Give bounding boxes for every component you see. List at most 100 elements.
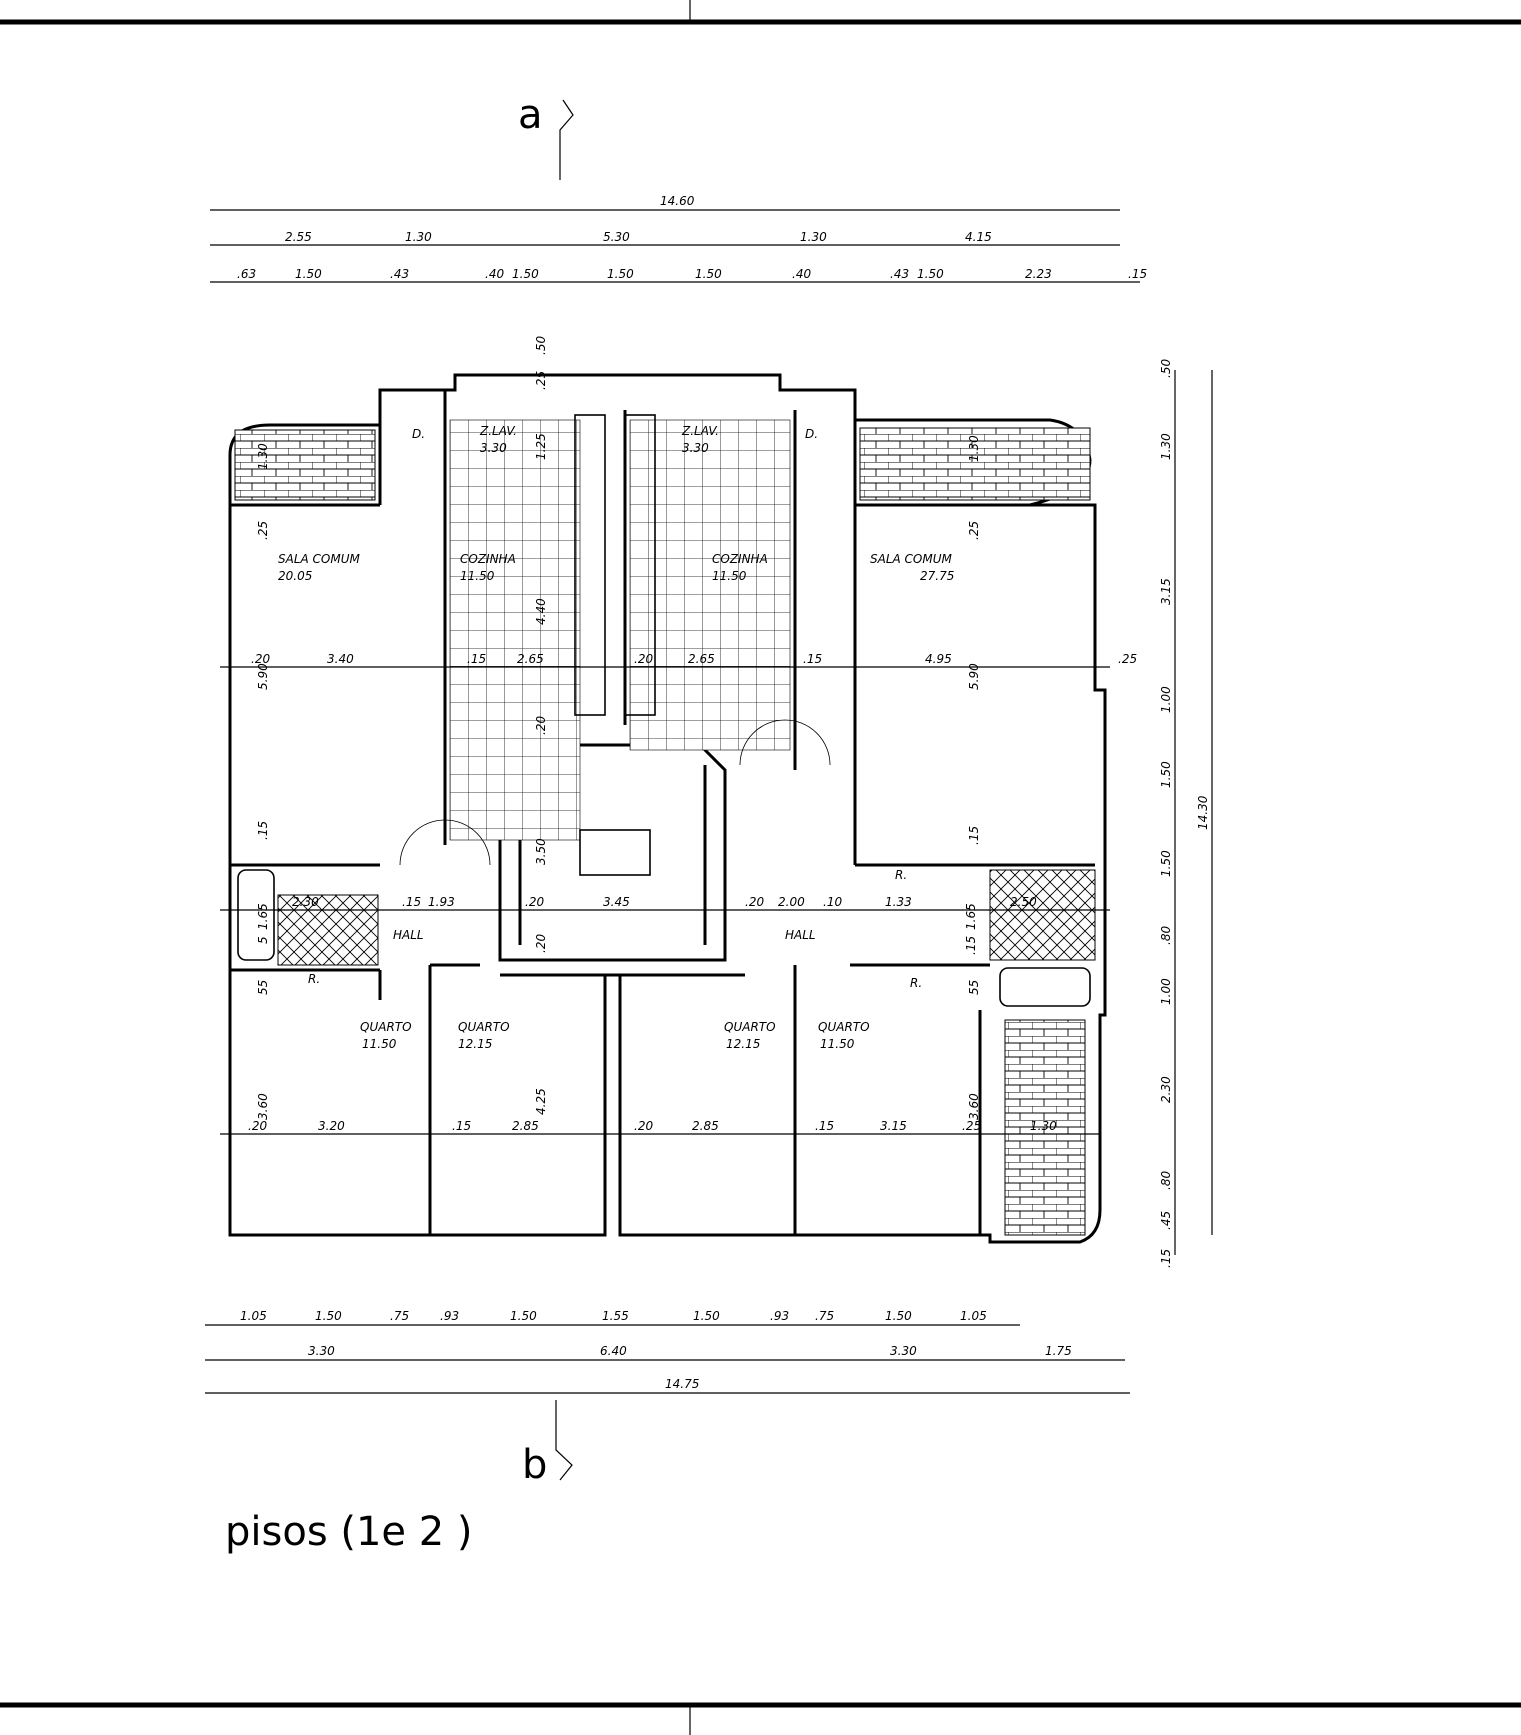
room-area-cozinha-left: 11.50 <box>460 569 495 583</box>
top-dim-2-4: 1.30 <box>800 230 827 244</box>
balcony-right-hatch <box>859 427 1091 501</box>
dim-bath-left-depth: 1.65 <box>256 903 270 930</box>
bottom-dim-1-7: 1.50 <box>693 1309 720 1323</box>
dim-wall-15-left: .15 <box>256 821 270 840</box>
room-name-r-mid: R. <box>895 868 907 882</box>
right-dim-2: 1.30 <box>1159 433 1173 460</box>
top-dim-3-4: .40 <box>485 267 504 281</box>
dim-living-left-gap: .20 <box>251 652 270 666</box>
room-name-sala-left: SALA COMUM <box>278 552 360 566</box>
dim-r-55-left: 55 <box>256 980 270 995</box>
room-name-sala-right: SALA COMUM <box>870 552 952 566</box>
bathtub-right <box>999 967 1091 1007</box>
right-dim-10: .80 <box>1159 1171 1173 1190</box>
right-dim-5: 1.50 <box>1159 761 1173 788</box>
room-name-quarto-2: QUARTO <box>458 1020 510 1034</box>
room-area-cozinha-right: 11.50 <box>712 569 747 583</box>
room-name-quarto-3: QUARTO <box>724 1020 776 1034</box>
bathtub-left <box>237 869 275 961</box>
bottom-dim-1-9: .75 <box>815 1309 834 1323</box>
room-name-hall-right: HALL <box>785 928 816 942</box>
dim-living-right-width: 4.95 <box>925 652 952 666</box>
top-dim-3-8: .40 <box>792 267 811 281</box>
bottom-dim-1-3: .75 <box>390 1309 409 1323</box>
dim-kitchen-left-gap: .15 <box>467 652 486 666</box>
right-dim-8: 1.00 <box>1159 978 1173 1005</box>
stair-well <box>579 829 651 876</box>
room-area-zlav-right: 3.30 <box>682 441 709 455</box>
right-dim-1: .50 <box>1159 359 1173 378</box>
room-name-r-left: R. <box>308 972 320 986</box>
dim-stair-width: 3.45 <box>603 895 630 909</box>
room-name-zlav-left: Z.LAV. <box>479 424 517 438</box>
bottom-dim-2-4: 1.75 <box>1045 1344 1072 1358</box>
bottom-dim-1-10: 1.50 <box>885 1309 912 1323</box>
dim-bath-right-width: 2.50 <box>1010 895 1037 909</box>
room-labels: SALA COMUM 20.05 COZINHA 11.50 Z.LAV. 3.… <box>278 424 954 1051</box>
dim-q1-width: 3.20 <box>318 1119 345 1133</box>
bottom-dim-2-3: 3.30 <box>890 1344 917 1358</box>
top-dim-overall: 14.60 <box>660 194 695 208</box>
dim-living-right-gap: .15 <box>803 652 822 666</box>
dim-bath-right-15: .15 <box>964 936 978 955</box>
dim-kitchen-right-width: 2.65 <box>688 652 715 666</box>
room-area-sala-right: 27.75 <box>920 569 954 583</box>
dim-hall-right-gap: .10 <box>823 895 842 909</box>
dim-living-left-depth: 5.90 <box>256 663 270 690</box>
room-name-cozinha-right: COZINHA <box>712 552 768 566</box>
door-swing-1 <box>399 819 491 866</box>
dim-q4-gap: .15 <box>815 1119 834 1133</box>
top-dim-3-5: 1.50 <box>512 267 539 281</box>
top-dim-2-2: 1.30 <box>405 230 432 244</box>
dim-hall-left-gap: .15 <box>402 895 421 909</box>
dim-bath-left-width: 2.30 <box>292 895 319 909</box>
dim-q4-width: 3.15 <box>880 1119 907 1133</box>
kitchen-left-tiles <box>449 419 581 841</box>
top-dim-3-10: 1.50 <box>917 267 944 281</box>
kitchen-counter-left <box>574 414 606 716</box>
bottom-dim-overall: 14.75 <box>665 1377 699 1391</box>
dim-q2-depth: 4.25 <box>534 1088 548 1115</box>
dim-bath-left-5: 5 <box>256 936 270 944</box>
dim-living-r-15: .15 <box>967 826 981 845</box>
room-name-d-right: D. <box>805 427 818 441</box>
bottom-dim-1-11: 1.05 <box>960 1309 987 1323</box>
room-name-r-right: R. <box>910 976 922 990</box>
dim-q1-gap: .20 <box>248 1119 267 1133</box>
top-dim-3-2: 1.50 <box>295 267 322 281</box>
dimension-lines <box>205 209 1213 1394</box>
dim-stair-depth: 3.50 <box>534 838 548 865</box>
dim-zlav-left-depth: 1.25 <box>534 433 548 460</box>
section-arrow-a <box>559 99 574 180</box>
bottom-dim-1-2: 1.50 <box>315 1309 342 1323</box>
balcony-left-hatch <box>234 429 376 501</box>
top-dim-2-3: 5.30 <box>603 230 630 244</box>
dim-living-right-edge: .25 <box>1118 652 1137 666</box>
dim-kitchen-20: .20 <box>534 716 548 735</box>
room-name-cozinha-left: COZINHA <box>460 552 516 566</box>
room-name-d-left: D. <box>412 427 425 441</box>
dim-balcony-right: 1.30 <box>967 435 981 462</box>
door-swing-2 <box>739 719 831 766</box>
dim-q4-gap-r: .25 <box>962 1119 981 1133</box>
dim-bath-right-depth: 1.65 <box>964 903 978 930</box>
top-dim-2-5: 4.15 <box>965 230 992 244</box>
bottom-dim-1-6: 1.55 <box>602 1309 629 1323</box>
bottom-dim-2-2: 6.40 <box>600 1344 627 1358</box>
dim-kitchen-right-gap: .20 <box>634 652 653 666</box>
bath-left-hatch <box>277 894 379 966</box>
right-dim-9: 2.30 <box>1159 1076 1173 1103</box>
room-area-quarto-4: 11.50 <box>820 1037 855 1051</box>
bottom-dim-1-5: 1.50 <box>510 1309 537 1323</box>
bottom-dimensions: 1.05 1.50 .75 .93 1.50 1.55 1.50 .93 .75… <box>240 1309 1072 1391</box>
balcony-bottom-hatch <box>1004 1019 1086 1236</box>
bottom-dim-2-1: 3.30 <box>308 1344 335 1358</box>
plan-title: pisos (1e 2 ) <box>225 1509 473 1555</box>
room-area-quarto-1: 11.50 <box>362 1037 397 1051</box>
top-dim-3-9: .43 <box>890 267 909 281</box>
kitchen-counter-right <box>624 414 656 716</box>
room-area-sala-left: 20.05 <box>278 569 312 583</box>
dim-balcony-left: 1.30 <box>256 443 270 470</box>
right-dim-6: 1.50 <box>1159 850 1173 877</box>
